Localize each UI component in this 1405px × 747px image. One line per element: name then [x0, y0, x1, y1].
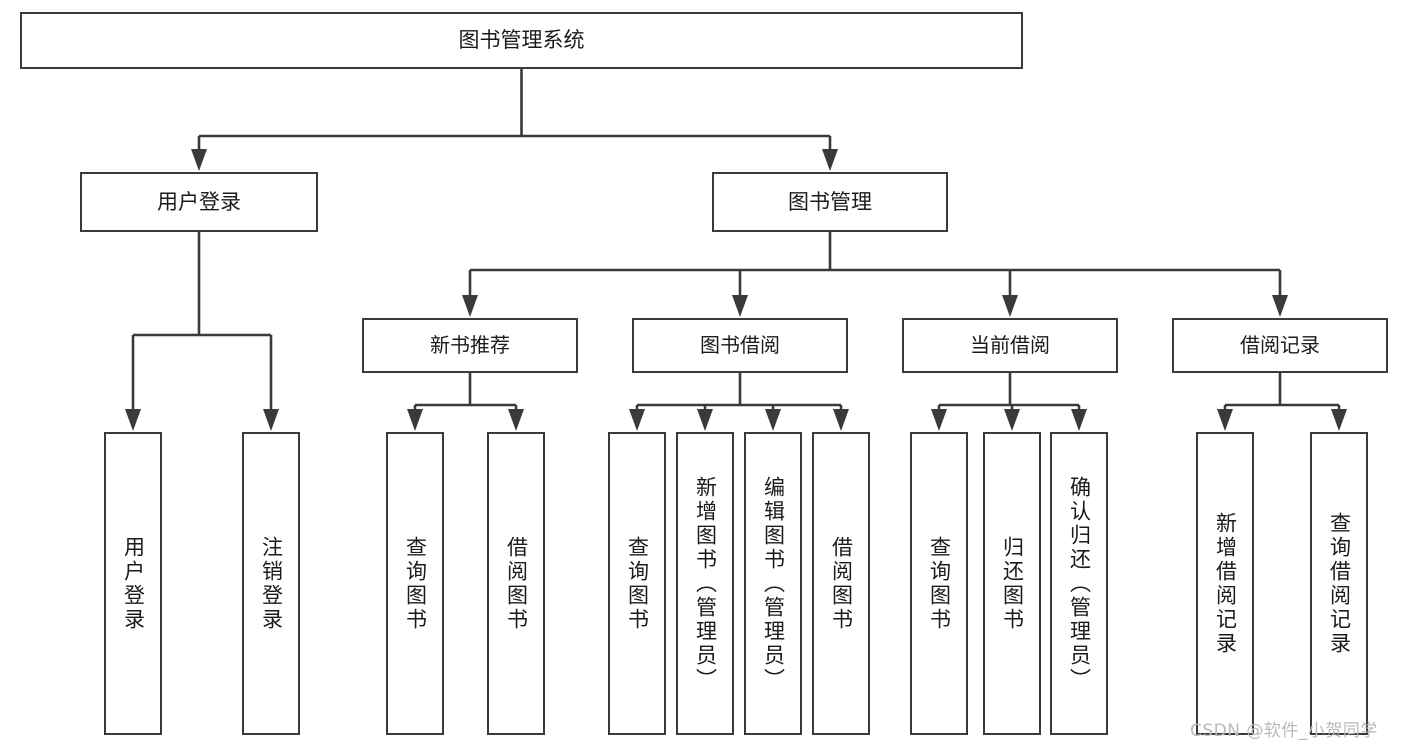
node-label: 归还图书 — [1000, 535, 1025, 632]
node-l-edit-book[interactable]: 编辑图书（管理员） — [744, 432, 802, 735]
node-l-query-book-1[interactable]: 查询图书 — [386, 432, 444, 735]
node-n-user-login[interactable]: 用户登录 — [80, 172, 318, 232]
node-label: 借阅图书 — [829, 535, 854, 632]
node-label: 新增借阅记录 — [1213, 511, 1238, 656]
node-n-current-borrow[interactable]: 当前借阅 — [902, 318, 1118, 373]
node-label: 确认归还（管理员） — [1067, 475, 1092, 692]
arrow-head-icon — [697, 409, 713, 431]
node-label: 用户登录 — [157, 189, 241, 214]
node-label: 图书管理 — [788, 189, 872, 214]
node-label: 编辑图书（管理员） — [761, 475, 786, 692]
node-l-borrow-book-2[interactable]: 借阅图书 — [812, 432, 870, 735]
arrow-head-icon — [833, 409, 849, 431]
arrow-head-icon — [1331, 409, 1347, 431]
node-l-add-record[interactable]: 新增借阅记录 — [1196, 432, 1254, 735]
node-label: 图书借阅 — [700, 332, 780, 357]
node-label: 当前借阅 — [970, 332, 1050, 357]
node-label: 新书推荐 — [430, 332, 510, 357]
node-n-borrow-record[interactable]: 借阅记录 — [1172, 318, 1388, 373]
arrow-head-icon — [1004, 409, 1020, 431]
node-l-borrow-book-1[interactable]: 借阅图书 — [487, 432, 545, 735]
arrow-head-icon — [1002, 295, 1018, 317]
node-l-query-record[interactable]: 查询借阅记录 — [1310, 432, 1368, 735]
node-n-new-book-rec[interactable]: 新书推荐 — [362, 318, 578, 373]
arrow-head-icon — [462, 295, 478, 317]
node-l-logout[interactable]: 注销登录 — [242, 432, 300, 735]
node-label: 借阅记录 — [1240, 332, 1320, 357]
arrow-head-icon — [508, 409, 524, 431]
node-l-user-login[interactable]: 用户登录 — [104, 432, 162, 735]
watermark: CSDN @软件_小贺同学 — [1190, 721, 1378, 741]
node-label: 图书管理系统 — [458, 28, 585, 53]
node-label: 注销登录 — [259, 535, 284, 632]
arrow-head-icon — [629, 409, 645, 431]
node-label: 用户登录 — [121, 535, 146, 632]
node-l-add-book[interactable]: 新增图书（管理员） — [676, 432, 734, 735]
node-n-book-manage[interactable]: 图书管理 — [712, 172, 948, 232]
arrow-head-icon — [1071, 409, 1087, 431]
node-n-book-borrow[interactable]: 图书借阅 — [632, 318, 848, 373]
arrow-head-icon — [407, 409, 423, 431]
arrow-head-icon — [1272, 295, 1288, 317]
arrow-head-icon — [765, 409, 781, 431]
node-label: 借阅图书 — [504, 535, 529, 632]
arrow-head-icon — [822, 149, 838, 171]
arrow-head-icon — [732, 295, 748, 317]
node-label: 查询图书 — [625, 535, 650, 632]
node-l-return-book[interactable]: 归还图书 — [983, 432, 1041, 735]
arrow-head-icon — [1217, 409, 1233, 431]
arrow-head-icon — [931, 409, 947, 431]
node-label: 查询借阅记录 — [1327, 511, 1352, 656]
node-label: 查询图书 — [927, 535, 952, 632]
node-l-confirm-return[interactable]: 确认归还（管理员） — [1050, 432, 1108, 735]
node-root[interactable]: 图书管理系统 — [20, 12, 1023, 69]
node-label: 新增图书（管理员） — [693, 475, 718, 692]
node-label: 查询图书 — [403, 535, 428, 632]
node-l-query-book-3[interactable]: 查询图书 — [910, 432, 968, 735]
arrow-head-icon — [191, 149, 207, 171]
arrow-head-icon — [263, 409, 279, 431]
arrow-head-icon — [125, 409, 141, 431]
node-l-query-book-2[interactable]: 查询图书 — [608, 432, 666, 735]
